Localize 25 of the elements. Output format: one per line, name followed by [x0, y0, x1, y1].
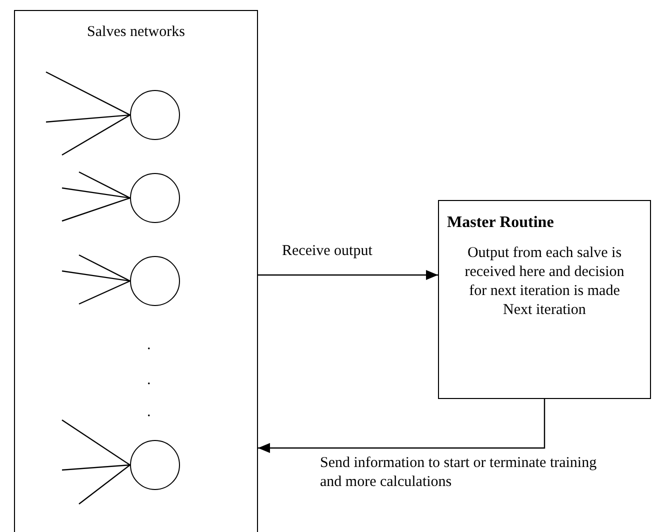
box-heading: Master Routine [447, 213, 554, 232]
box-text: Output from each salve is received here and decision for next iteration is made [464, 244, 626, 301]
box-heading: Salves networks [87, 23, 185, 42]
edge-label: Send information to start or terminate training and more calculations [320, 454, 598, 492]
network-panel [14, 10, 258, 532]
input-line [46, 71, 130, 116]
edge-label: Receive output [282, 242, 374, 261]
input-line [62, 464, 130, 471]
input-line [78, 254, 130, 282]
input-line [62, 114, 130, 156]
box-text: Next iteration [503, 301, 586, 320]
input-line [62, 420, 130, 466]
ellipsis-dot: . [147, 338, 151, 353]
ellipsis-dot: . [147, 373, 151, 388]
input-line [46, 114, 130, 123]
process-box [438, 200, 651, 399]
input-line [62, 270, 130, 282]
input-line [78, 464, 130, 504]
input-line [62, 187, 130, 199]
input-line [62, 197, 130, 222]
arrow [258, 399, 546, 453]
arrow [258, 270, 438, 280]
input-line [78, 280, 130, 305]
input-line [78, 171, 130, 199]
ellipsis-dot: . [147, 405, 151, 420]
